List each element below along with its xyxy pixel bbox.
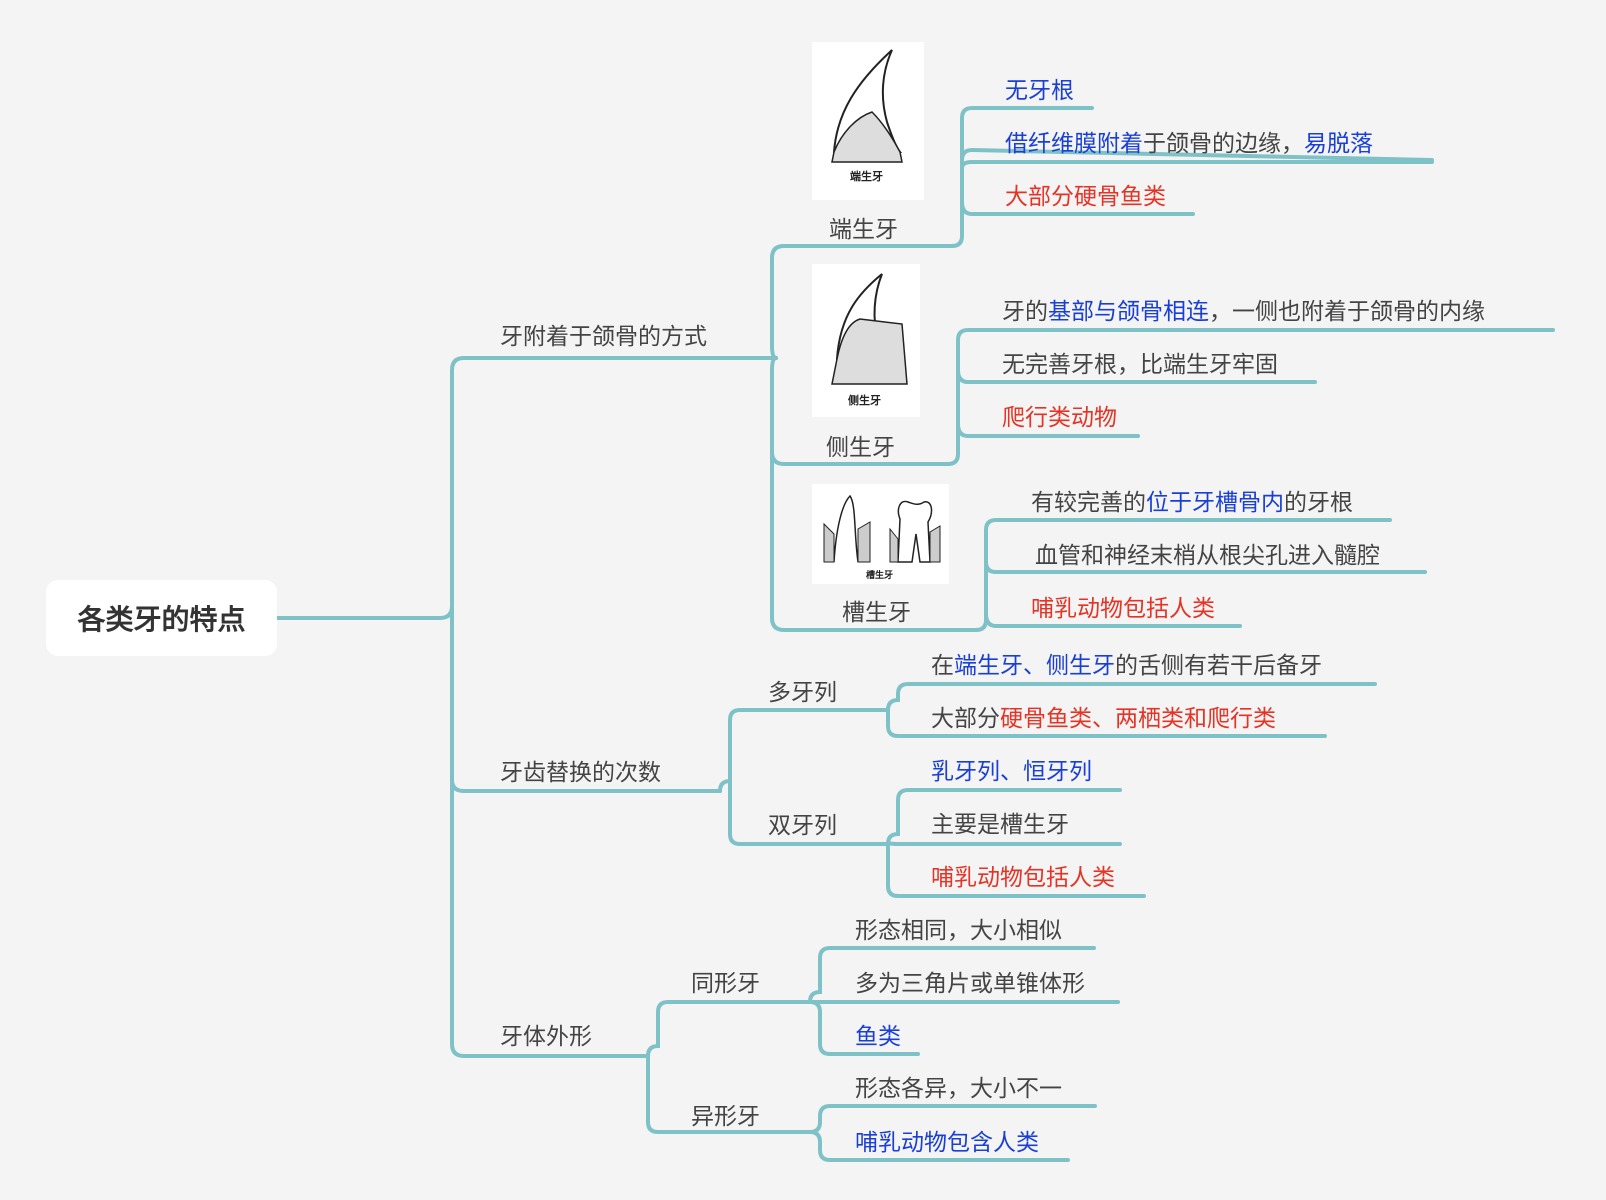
leaf-text-segment: ，一侧也附着于颌骨的内缘 xyxy=(1209,298,1485,324)
leaf-text-segment: 哺乳动物包括人类 xyxy=(1031,595,1215,621)
leaf-text-segment: 的牙根 xyxy=(1284,489,1353,515)
leaf-text-segment: 多为三角片或单锥体形 xyxy=(855,970,1085,996)
leaf-diphy-1[interactable]: 乳牙列、恒牙列 xyxy=(931,756,1092,786)
leaf-hetero-2[interactable]: 哺乳动物包含人类 xyxy=(855,1127,1039,1157)
leaf-text-segment: 哺乳动物包括人类 xyxy=(931,864,1115,890)
thecodont-tooth-illustration: 槽生牙 xyxy=(823,494,941,580)
leaf-pleuro-3[interactable]: 爬行类动物 xyxy=(1002,402,1117,432)
acrodont-tooth-illustration: 端生牙 xyxy=(831,49,903,183)
leaf-diphy-3[interactable]: 哺乳动物包括人类 xyxy=(931,862,1115,892)
leaf-pleuro-1[interactable]: 牙的基部与颌骨相连，一侧也附着于颌骨的内缘 xyxy=(1002,296,1485,326)
svg-text:侧生牙: 侧生牙 xyxy=(848,393,881,407)
svg-text:槽生牙: 槽生牙 xyxy=(866,569,893,580)
leaf-text-segment: 爬行类动物 xyxy=(1002,404,1117,430)
node-diphyodont[interactable]: 双牙列 xyxy=(768,812,837,838)
leaf-theco-2[interactable]: 血管和神经末梢从根尖孔进入髓腔 xyxy=(1035,540,1380,570)
leaf-text-segment: 形态相同，大小相似 xyxy=(855,917,1062,943)
leaf-homo-3[interactable]: 鱼类 xyxy=(855,1021,901,1051)
leaf-text-segment: 哺乳动物包含人类 xyxy=(855,1129,1039,1155)
thecodont-tooth-image: 槽生牙 xyxy=(812,484,949,584)
leaf-pleuro-2[interactable]: 无完善牙根，比端生牙牢固 xyxy=(1002,349,1278,379)
leaf-text-segment: 血管和神经末梢从根尖孔进入髓腔 xyxy=(1035,542,1380,568)
node-replace[interactable]: 牙齿替换的次数 xyxy=(500,759,661,785)
node-shape[interactable]: 牙体外形 xyxy=(500,1023,592,1049)
leaf-text-segment: 形态各异，大小不一 xyxy=(855,1075,1062,1101)
root-node[interactable]: 各类牙的特点 xyxy=(46,580,277,656)
connector-trunk xyxy=(438,356,466,1058)
leaf-acro-1[interactable]: 无牙根 xyxy=(1005,75,1074,105)
svg-text:端生牙: 端生牙 xyxy=(850,169,883,183)
node-attach[interactable]: 牙附着于颌骨的方式 xyxy=(500,323,707,349)
node-heterodont[interactable]: 异形牙 xyxy=(691,1103,760,1129)
leaf-text-segment: 借纤维膜附着 xyxy=(1005,130,1143,156)
acrodont-tooth-image: 端生牙 xyxy=(812,42,924,200)
leaf-poly-2[interactable]: 大部分硬骨鱼类、两栖类和爬行类 xyxy=(931,703,1276,733)
leaf-text-segment: 大部分 xyxy=(931,705,1000,731)
leaf-text-segment: 乳牙列、恒牙列 xyxy=(931,758,1092,784)
leaf-text-segment: 牙的 xyxy=(1002,298,1048,324)
leaf-text-segment: 主要是槽生牙 xyxy=(931,811,1069,837)
node-thecodont[interactable]: 槽生牙 xyxy=(842,599,911,625)
leaf-hetero-1[interactable]: 形态各异，大小不一 xyxy=(855,1073,1062,1103)
leaf-text-segment: 位于牙槽骨内 xyxy=(1146,489,1284,515)
leaf-text-segment: 大部分硬骨鱼类 xyxy=(1005,183,1166,209)
leaf-text-segment: 易脱落 xyxy=(1304,130,1373,156)
pleurodont-tooth-illustration: 侧生牙 xyxy=(831,273,908,407)
leaf-poly-1[interactable]: 在端生牙、侧生牙的舌侧有若干后备牙 xyxy=(931,650,1322,680)
leaf-text-segment: 的舌侧有若干后备牙 xyxy=(1115,652,1322,678)
leaf-text-segment: 鱼类 xyxy=(855,1023,901,1049)
leaf-text-segment: 端生牙、侧生牙 xyxy=(954,652,1115,678)
pleurodont-tooth-image: 侧生牙 xyxy=(812,264,920,417)
leaf-homo-1[interactable]: 形态相同，大小相似 xyxy=(855,915,1062,945)
leaf-diphy-2[interactable]: 主要是槽生牙 xyxy=(931,809,1069,839)
leaf-text-segment: 基部与颌骨相连 xyxy=(1048,298,1209,324)
node-polyphyodont[interactable]: 多牙列 xyxy=(768,679,837,705)
node-pleurodont[interactable]: 侧生牙 xyxy=(826,434,895,460)
node-homodont[interactable]: 同形牙 xyxy=(691,970,760,996)
leaf-acro-2[interactable]: 借纤维膜附着于颌骨的边缘，易脱落 xyxy=(1005,128,1373,158)
leaf-homo-2[interactable]: 多为三角片或单锥体形 xyxy=(855,968,1085,998)
leaf-theco-1[interactable]: 有较完善的位于牙槽骨内的牙根 xyxy=(1031,487,1353,517)
leaf-text-segment: 无完善牙根，比端生牙牢固 xyxy=(1002,351,1278,377)
leaf-text-segment: 硬骨鱼类、两栖类和爬行类 xyxy=(1000,705,1276,731)
leaf-text-segment: 在 xyxy=(931,652,954,678)
leaf-text-segment: 于颌骨的边缘， xyxy=(1143,130,1304,156)
leaf-text-segment: 无牙根 xyxy=(1005,77,1074,103)
node-acrodont[interactable]: 端生牙 xyxy=(829,216,898,242)
leaf-acro-3[interactable]: 大部分硬骨鱼类 xyxy=(1005,181,1166,211)
leaf-text-segment: 有较完善的 xyxy=(1031,489,1146,515)
leaf-theco-3[interactable]: 哺乳动物包括人类 xyxy=(1031,593,1215,623)
